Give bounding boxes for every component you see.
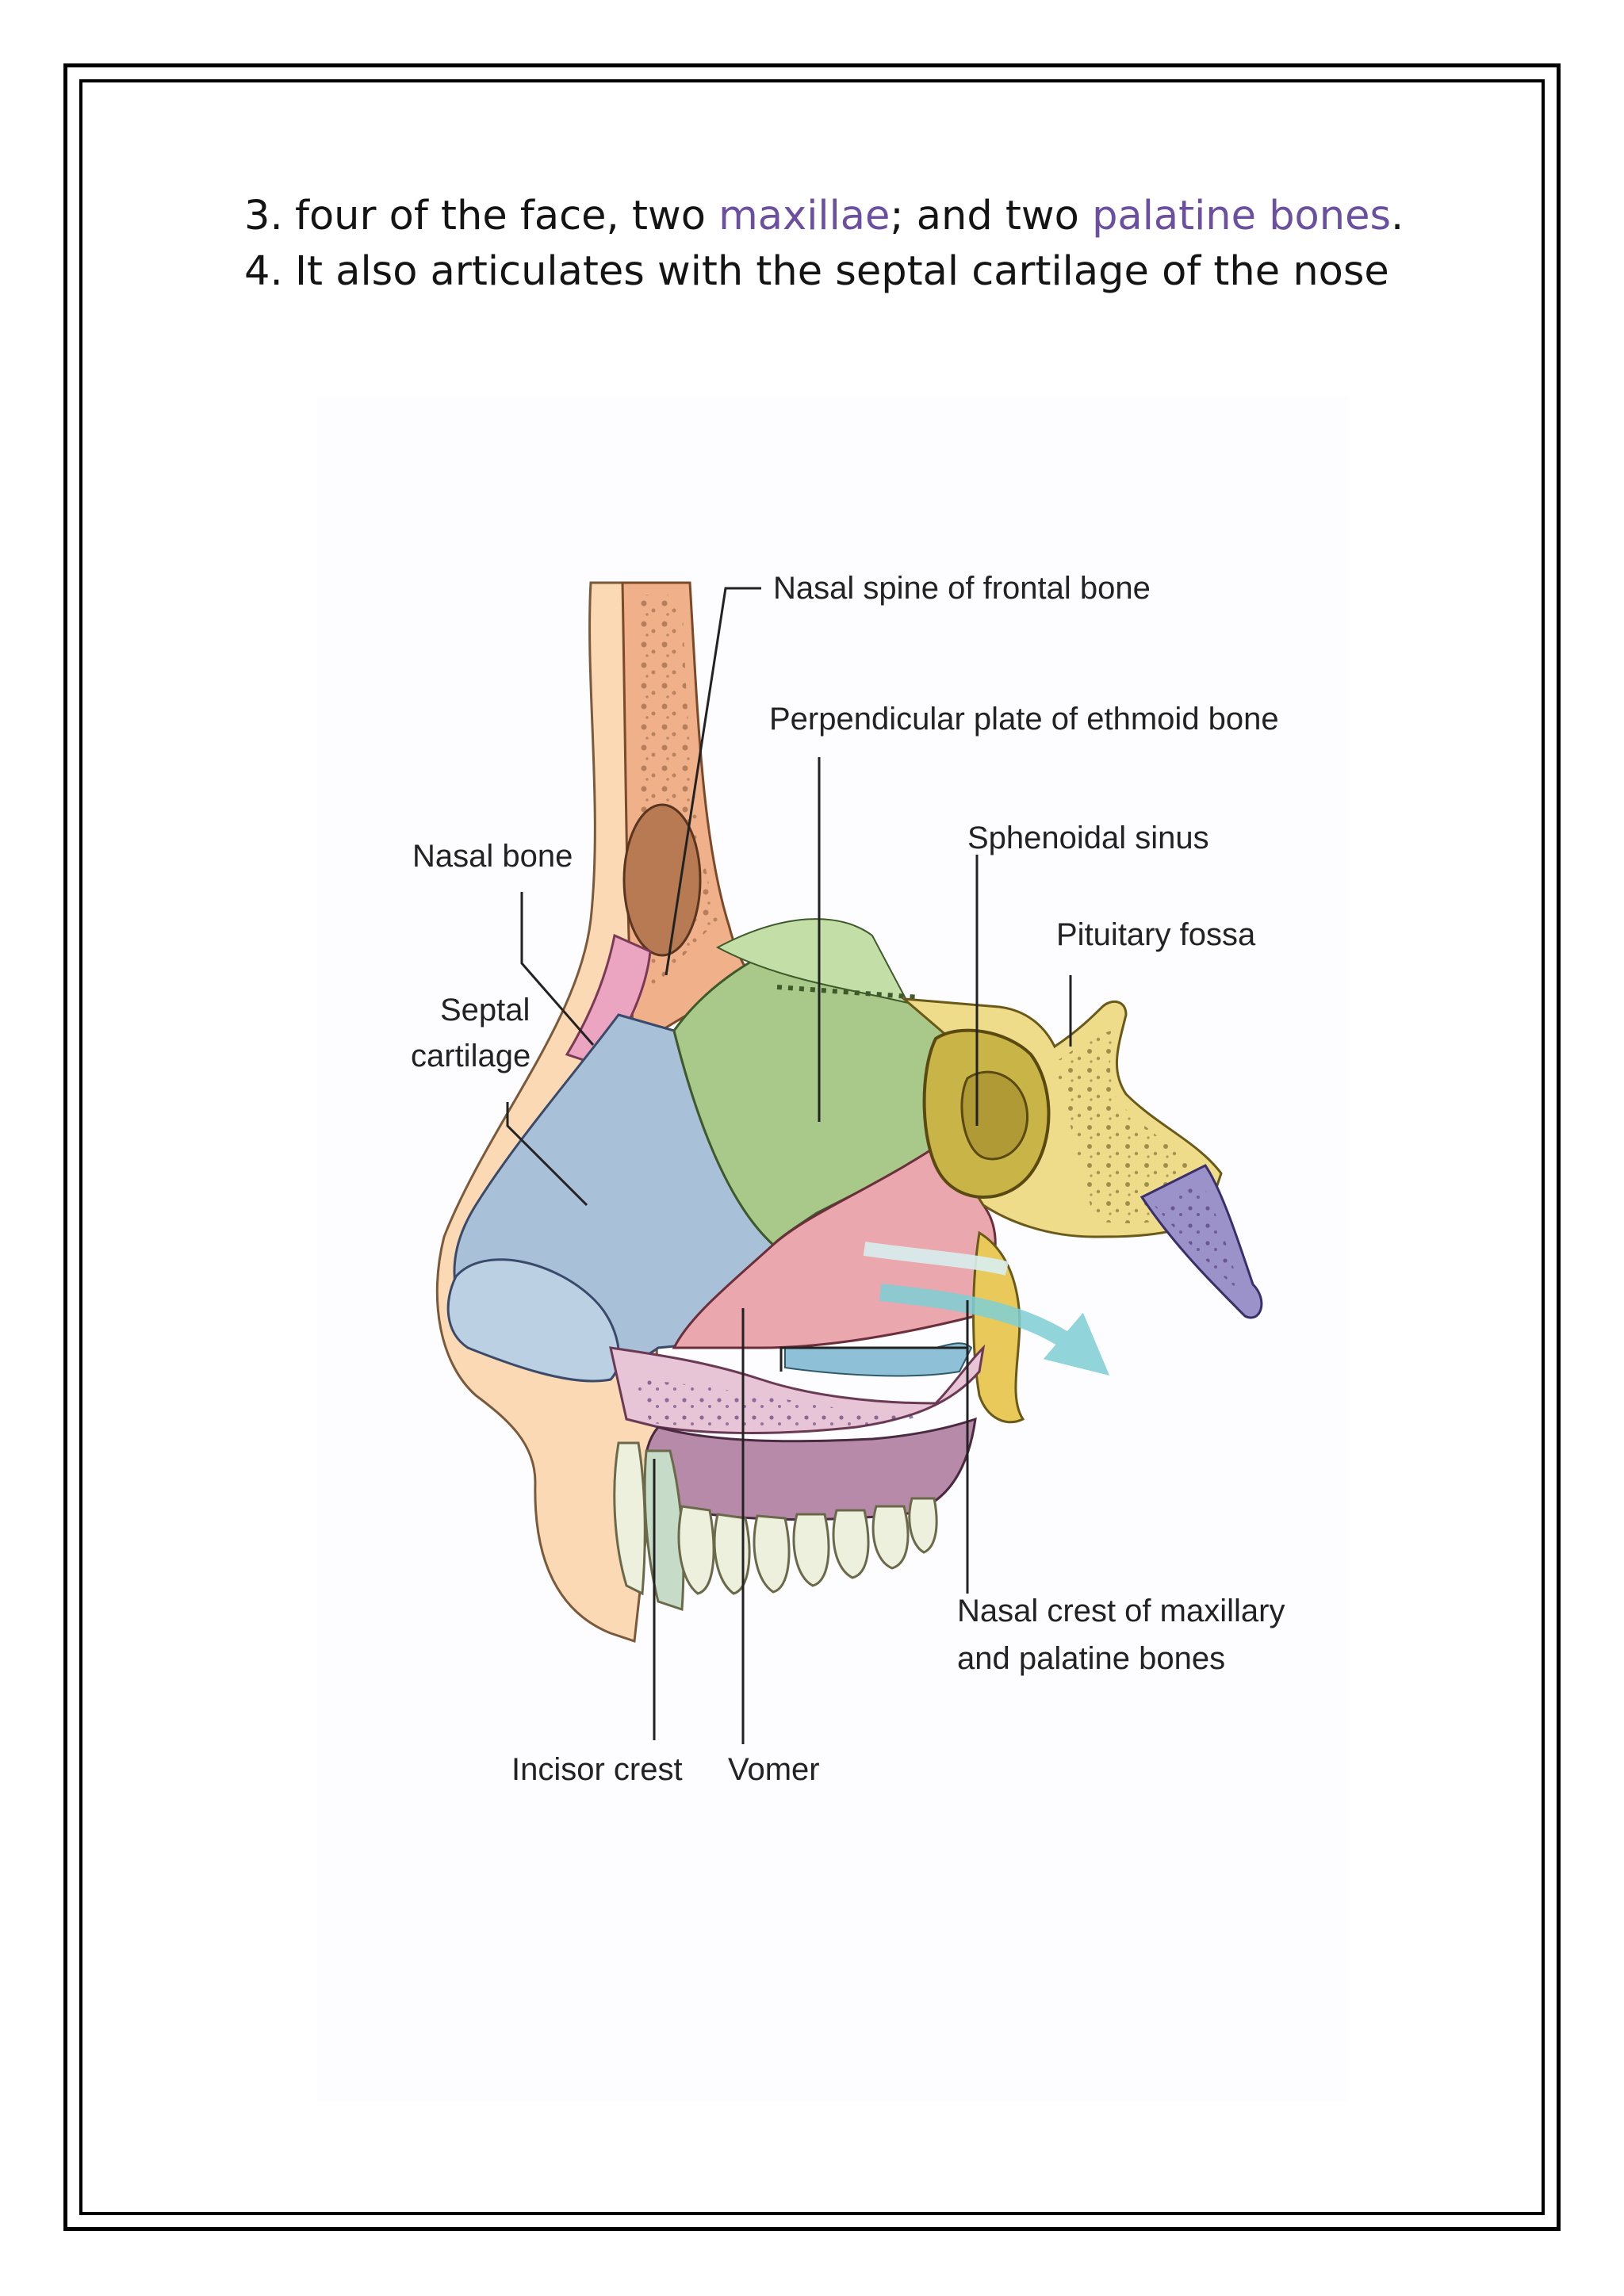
label-septal-cartilage-line1: Septal [440,993,530,1027]
label-nasal-bone: Nasal bone [412,839,573,874]
alar-cartilage [446,1258,620,1383]
label-pituitary-fossa: Pituitary fossa [1056,917,1256,952]
label-incisor-crest: Incisor crest [511,1752,683,1787]
label-septal-cartilage-line2: cartilage [411,1039,530,1073]
label-nasal-crest-line1: Nasal crest of maxillary [957,1594,1285,1628]
label-vomer: Vomer [728,1752,820,1787]
list-item-text: four of the face, two maxillae; and two … [295,189,1481,244]
label-nasal-spine: Nasal spine of frontal bone [773,571,1151,606]
pterygoid-plate [972,1230,1025,1424]
palatine-bones-term: palatine bones [1092,193,1392,239]
text-segment: four of the face, two [295,193,719,239]
airflow-arrow [879,1284,1110,1376]
nasal-septum-figure: Nasal spine of frontal bone Perpendicula… [317,396,1348,2101]
frontal-sinus [622,803,702,957]
page-border-inner [79,79,1545,2215]
label-nasal-crest-line2: and palatine bones [957,1641,1225,1676]
list-item-text: It also articulates with the septal cart… [295,248,1389,295]
list-number: 3. [244,193,283,239]
text-segment: . [1391,193,1404,239]
numbered-list: 3. four of the face, two maxillae; and t… [244,189,1481,300]
text-segment: ; and two [890,193,1093,239]
page-border-outer [63,63,1561,2231]
leader-lines [506,587,1072,1744]
nasal-crest-strip [784,1342,973,1377]
nasal-septum-diagram: Nasal spine of frontal bone Perpendicula… [411,571,1285,1787]
label-perpendicular-plate: Perpendicular plate of ethmoid bone [769,702,1279,737]
list-item: 3. four of the face, two maxillae; and t… [244,189,1481,244]
list-item: 4. It also articulates with the septal c… [244,244,1481,300]
list-number: 4. [244,248,283,295]
maxillae-term: maxillae [718,193,891,239]
label-sphenoidal-sinus: Sphenoidal sinus [967,821,1209,855]
